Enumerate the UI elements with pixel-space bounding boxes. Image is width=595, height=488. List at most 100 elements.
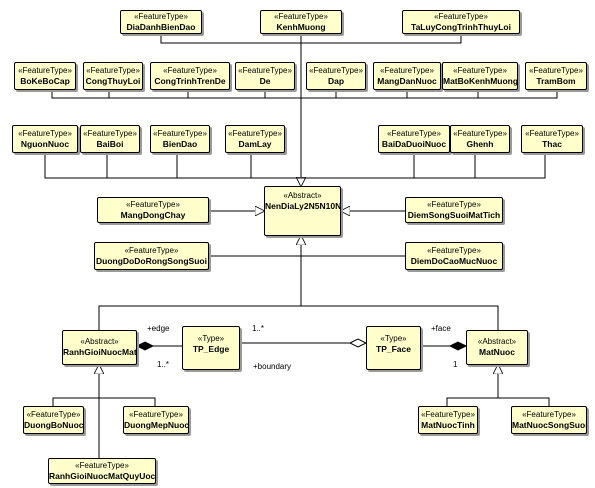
row1-bus xyxy=(160,34,462,44)
stereotype: «FeatureType» xyxy=(124,246,179,255)
class-name: DuongBoNuoc xyxy=(24,420,84,430)
stereotype: «FeatureType» xyxy=(228,129,282,138)
stereotype: «FeatureType» xyxy=(129,410,183,419)
class-taluycongtrinhthuyloi[interactable]: «FeatureType» TaLuyCongTrinhThuyLoi xyxy=(402,10,520,34)
class-name: MatBoKenhMuong xyxy=(443,76,519,86)
class-duongmepnuoc[interactable]: «FeatureType» DuongMepNuoc xyxy=(123,406,189,434)
stereotype: «FeatureType» xyxy=(75,461,129,470)
class-ghenh[interactable]: «FeatureType» Ghenh xyxy=(450,125,510,153)
class-ranhgioinuocmatquyuoc[interactable]: «FeatureType» RanhGioiNuocMatQuyUoc xyxy=(48,458,156,484)
class-name: MatNuoc xyxy=(479,347,515,357)
class-mangdannuoc[interactable]: «FeatureType» MangDanNuoc xyxy=(373,62,441,90)
class-duongbonuoc[interactable]: «FeatureType» DuongBoNuoc xyxy=(23,406,84,434)
class-name: Ghenh xyxy=(466,139,494,149)
class-name: CongTrinhTrenDe xyxy=(154,76,226,86)
class-name: CongThuyLoi xyxy=(85,76,141,86)
class-diadanhbiendao[interactable]: «FeatureType» DiaDanhBienDao xyxy=(120,10,202,34)
class-name: De xyxy=(259,76,271,86)
row3-bus xyxy=(44,153,546,179)
class-matbokenhmuong[interactable]: «FeatureType» MatBoKenhMuong xyxy=(442,62,518,90)
class-name: Dap xyxy=(327,76,345,86)
class-baidaduoinuoc[interactable]: «FeatureType» BaiDaDuoiNuoc xyxy=(378,125,450,153)
class-de[interactable]: «FeatureType» De xyxy=(235,62,295,90)
class-name: RanhGioiNuocMat xyxy=(63,347,137,357)
class-name: DamLay xyxy=(238,139,272,149)
class-trambom[interactable]: «FeatureType» TramBom xyxy=(525,62,587,90)
edge-composition-diamond xyxy=(135,341,155,351)
class-name: DiemSongSuoiMatTich xyxy=(407,210,501,220)
stereotype: «FeatureType» xyxy=(163,66,217,75)
stereotype: «FeatureType» xyxy=(153,129,207,138)
class-name: TramBom xyxy=(536,76,576,86)
class-bokebocap[interactable]: «FeatureType» BoKeBoCap xyxy=(14,62,76,90)
class-name: NenDiaLy2N5N10N xyxy=(265,201,342,211)
class-name: DuongMepNuoc xyxy=(124,420,190,430)
class-name: BoKeBoCap xyxy=(20,76,70,86)
boundary-aggregation-diamond xyxy=(348,338,368,348)
class-name: DiaDanhBienDao xyxy=(126,22,196,32)
face-composition-diamond xyxy=(448,341,468,351)
class-congthuyloi[interactable]: «FeatureType» CongThuyLoi xyxy=(83,62,143,90)
class-tp-edge[interactable]: «Type» TP_Edge xyxy=(182,326,240,370)
class-name: DiemDoCaoMucNuoc xyxy=(410,256,498,266)
stereotype: «FeatureType» xyxy=(134,12,188,21)
class-name: MangDongChay xyxy=(120,210,186,220)
class-name: Thac xyxy=(542,139,562,149)
lower-bus xyxy=(98,305,499,330)
class-ranhgioinuocmat[interactable]: «Abstract» RanhGioiNuocMat xyxy=(62,330,137,365)
class-congtrinhtrende[interactable]: «FeatureType» CongTrinhTrenDe xyxy=(150,62,230,90)
stereotype: «FeatureType» xyxy=(522,410,576,419)
class-damlay[interactable]: «FeatureType» DamLay xyxy=(225,125,285,153)
stereotype: «Type» xyxy=(197,334,225,343)
face-multiplicity: 1 xyxy=(453,360,458,369)
boundary-multiplicity: 1..* xyxy=(252,324,265,333)
class-biendao[interactable]: «FeatureType» BienDao xyxy=(150,125,210,153)
stereotype: «FeatureType» xyxy=(525,129,579,138)
class-name: RanhGioiNuocMatQuyUoc xyxy=(49,471,156,481)
class-name: MatNuocTinh xyxy=(421,420,475,430)
stereotype: «FeatureType» xyxy=(83,129,137,138)
class-tp-face[interactable]: «Type» TP_Face xyxy=(366,326,421,370)
class-thac[interactable]: «FeatureType» Thac xyxy=(521,125,583,153)
class-diemdocaomucnuoc[interactable]: «FeatureType» DiemDoCaoMucNuoc xyxy=(405,242,503,270)
class-matnuoc[interactable]: «Abstract» MatNuoc xyxy=(466,330,528,365)
class-name: NguonNuoc xyxy=(20,139,70,149)
class-name: MangDanNuoc xyxy=(377,76,437,86)
edge-role-label: +edge xyxy=(147,324,170,333)
class-name: TaLuyCongTrinhThuyLoi xyxy=(411,22,511,32)
class-nendialy2n5n10n[interactable]: «Abstract» NenDiaLy2N5N10N xyxy=(264,186,341,236)
stereotype: «Abstract» xyxy=(80,337,119,346)
stereotype: «FeatureType» xyxy=(427,200,481,209)
class-matnuoctinh[interactable]: «FeatureType» MatNuocTinh xyxy=(418,406,478,434)
class-name: TP_Edge xyxy=(192,344,230,354)
stereotype: «FeatureType» xyxy=(26,410,81,419)
class-name: DuongDoDoRongSongSuoi xyxy=(96,256,207,266)
stereotype: «FeatureType» xyxy=(18,129,72,138)
class-name: MatNuocSongSuoi xyxy=(512,420,588,430)
stereotype: «FeatureType» xyxy=(86,66,140,75)
stereotype: «FeatureType» xyxy=(434,12,488,21)
class-dap[interactable]: «FeatureType» Dap xyxy=(306,62,366,90)
stereotype: «FeatureType» xyxy=(238,66,292,75)
stereotype: «Abstract» xyxy=(283,191,322,200)
stereotype: «FeatureType» xyxy=(421,410,475,419)
class-name: BaiDaDuoiNuoc xyxy=(381,139,447,149)
class-diemsongsuoimattich[interactable]: «FeatureType» DiemSongSuoiMatTich xyxy=(405,197,503,223)
stereotype: «FeatureType» xyxy=(380,66,434,75)
class-baiboi[interactable]: «FeatureType» BaiBoi xyxy=(80,125,140,153)
stereotype: «Abstract» xyxy=(477,337,517,346)
class-nguonnuoc[interactable]: «FeatureType» NguonNuoc xyxy=(12,125,78,153)
stereotype: «FeatureType» xyxy=(453,129,507,138)
stereotype: «FeatureType» xyxy=(427,246,481,255)
class-name: KenhMuong xyxy=(276,22,326,32)
stereotype: «FeatureType» xyxy=(126,200,180,209)
class-mangdongchay[interactable]: «FeatureType» MangDongChay xyxy=(97,197,209,223)
row2-bus xyxy=(51,90,558,99)
stereotype: «FeatureType» xyxy=(18,66,72,75)
class-name: TP_Face xyxy=(376,344,411,354)
boundary-role-label: +boundary xyxy=(253,362,292,371)
stereotype: «FeatureType» xyxy=(274,12,328,21)
class-matnuocsongsuoi[interactable]: «FeatureType» MatNuocSongSuoi xyxy=(511,406,588,434)
class-kenhmuong[interactable]: «FeatureType» KenhMuong xyxy=(260,10,342,34)
class-duongdodorongsongsuoi[interactable]: «FeatureType» DuongDoDoRongSongSuoi xyxy=(94,242,209,270)
